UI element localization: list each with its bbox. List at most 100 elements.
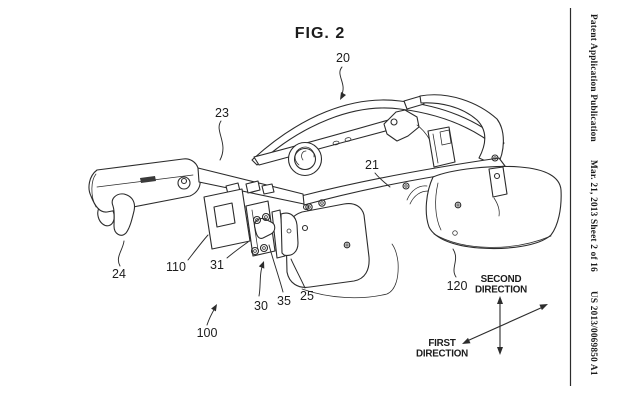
leader-35 bbox=[268, 244, 284, 293]
camera-module-cluster bbox=[203, 180, 299, 259]
ref-label-20: 20 bbox=[336, 51, 350, 65]
leader-31 bbox=[226, 241, 249, 259]
second-direction-label-line1: SECOND bbox=[481, 274, 522, 285]
ref-label-100: 100 bbox=[197, 326, 218, 340]
module-screw bbox=[259, 243, 269, 253]
left-lens bbox=[285, 203, 370, 288]
arrowhead-100 bbox=[211, 304, 217, 312]
boom-hole bbox=[344, 137, 352, 142]
earpiece-swoosh bbox=[294, 146, 315, 166]
left-lens-group bbox=[285, 203, 399, 299]
lens-screw bbox=[454, 201, 462, 209]
lens-screw-center bbox=[345, 243, 349, 247]
slab-edge bbox=[432, 133, 439, 164]
second-direction-label-line2: DIRECTION bbox=[475, 285, 527, 296]
module-screw-center bbox=[255, 218, 259, 222]
arrowhead-lower-left bbox=[462, 337, 471, 344]
leader-25 bbox=[290, 258, 306, 289]
left-temple-group bbox=[88, 158, 305, 236]
ref-label-25: 25 bbox=[300, 289, 314, 303]
housing-button bbox=[140, 176, 156, 183]
frame-screw bbox=[491, 154, 499, 162]
leader-24 bbox=[117, 240, 125, 267]
lens-screw bbox=[302, 203, 310, 211]
ref-label-35: 35 bbox=[277, 294, 291, 308]
ref-label-31: 31 bbox=[210, 258, 224, 272]
leader-110 bbox=[187, 234, 209, 261]
right-lens-lower-rim bbox=[433, 233, 552, 248]
leader-20 bbox=[339, 66, 344, 97]
patent-header-sidebar: Patent Application Publication Mar. 21, … bbox=[569, 8, 598, 386]
earbud bbox=[111, 193, 136, 236]
leader-30 bbox=[258, 263, 264, 297]
module-screw bbox=[250, 246, 260, 256]
housing-endcap bbox=[91, 173, 97, 208]
leader-23 bbox=[218, 120, 224, 161]
headband-assembly bbox=[251, 95, 505, 177]
module-screw-center bbox=[264, 215, 268, 219]
temple-knob-center bbox=[180, 177, 188, 185]
arrowhead-down bbox=[497, 347, 503, 355]
band-connector bbox=[403, 95, 425, 110]
frame-screw-center bbox=[320, 201, 324, 205]
arrowhead-20 bbox=[340, 92, 346, 100]
frame-screw-center bbox=[404, 184, 408, 188]
inner-module-slab bbox=[427, 126, 456, 168]
frame-screw bbox=[318, 199, 326, 207]
right-lens-bracket bbox=[488, 166, 508, 198]
first-direction-label-line1: FIRST bbox=[428, 338, 456, 349]
module-tab bbox=[261, 183, 275, 195]
ref-label-24: 24 bbox=[112, 267, 126, 281]
leader-100 bbox=[206, 307, 216, 326]
leader-120 bbox=[452, 248, 457, 278]
lens-screw-center bbox=[456, 203, 460, 207]
module-back-plate bbox=[203, 188, 251, 250]
bracket-screw bbox=[493, 172, 501, 180]
reference-numerals: 20 23 21 24 110 31 30 35 25 100 120 bbox=[112, 51, 467, 340]
frame-screw-center bbox=[493, 156, 497, 160]
earpiece-inner-circle bbox=[293, 147, 317, 171]
ref-label-23: 23 bbox=[215, 106, 229, 120]
lens-dot bbox=[452, 230, 458, 236]
earpiece-outer-circle bbox=[287, 141, 323, 177]
arrowhead-30 bbox=[258, 261, 265, 269]
ref-label-21: 21 bbox=[365, 158, 379, 172]
u-clamp bbox=[254, 218, 276, 239]
module-screw bbox=[252, 215, 262, 225]
ref-label-30: 30 bbox=[254, 299, 268, 313]
ref-label-120: 120 bbox=[447, 279, 468, 293]
module-tab bbox=[245, 180, 261, 194]
right-lens-thickness bbox=[435, 182, 442, 231]
y-bracket bbox=[383, 109, 420, 142]
right-lens bbox=[425, 165, 562, 249]
camera-lens-hole bbox=[213, 202, 236, 228]
y-bracket-hole bbox=[390, 118, 398, 126]
first-direction-axis bbox=[466, 306, 544, 342]
leader-21 bbox=[374, 172, 391, 188]
first-direction-label-line2: DIRECTION bbox=[416, 349, 468, 360]
direction-indicator: SECOND DIRECTION FIRST DIRECTION bbox=[416, 274, 548, 360]
right-temple bbox=[419, 94, 504, 168]
pivot-cylinder bbox=[280, 212, 299, 256]
module-screw-center bbox=[262, 246, 266, 250]
bracket-tail bbox=[493, 197, 500, 217]
figure-title: FIG. 2 bbox=[295, 25, 345, 42]
arrowhead-up bbox=[497, 296, 503, 304]
lens-screw bbox=[343, 241, 351, 249]
slab-detail bbox=[439, 129, 452, 146]
nose-bridge bbox=[406, 185, 429, 205]
frame-screw-center bbox=[307, 205, 311, 209]
publication-date-sheet: Mar. 21, 2013 Sheet 2 of 16 bbox=[588, 160, 598, 272]
frame-screw bbox=[402, 182, 410, 190]
module-screw bbox=[261, 212, 271, 222]
publication-title: Patent Application Publication bbox=[588, 14, 598, 143]
pivot-dot bbox=[286, 228, 292, 234]
module-screw-center bbox=[253, 249, 257, 253]
boom-hole bbox=[332, 140, 340, 146]
lens-screw bbox=[301, 224, 309, 232]
arrowhead-upper-right bbox=[539, 304, 548, 311]
right-lens-group bbox=[425, 165, 562, 249]
left-lens-lower-rim bbox=[301, 243, 399, 299]
